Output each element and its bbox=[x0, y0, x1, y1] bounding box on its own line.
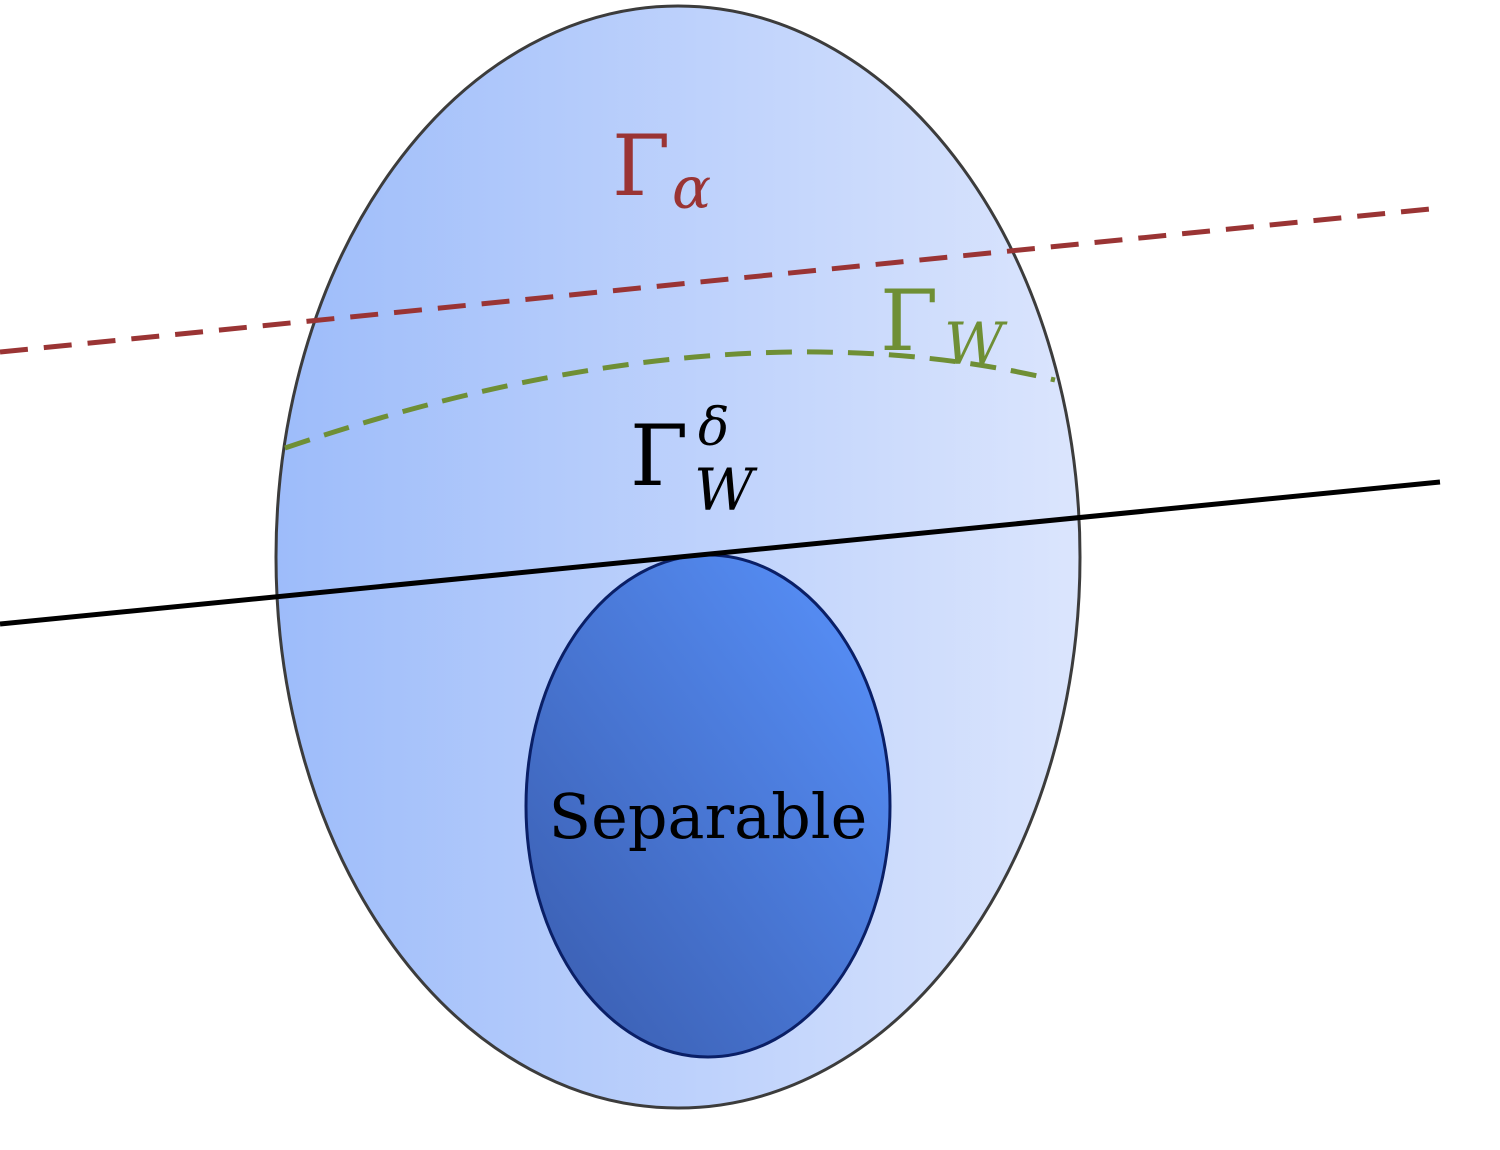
gamma-w-delta-superscript: δ bbox=[698, 398, 729, 458]
gamma-w-subscript: W bbox=[944, 310, 1008, 378]
gamma-w-delta-label: Γ δ W bbox=[630, 398, 758, 524]
gamma-alpha-hyperplane bbox=[0, 205, 1441, 355]
gamma-w-label: Γ W bbox=[880, 272, 1008, 378]
gamma-w-delta-subscript: W bbox=[694, 456, 758, 524]
gamma-w-delta-symbol: Γ bbox=[630, 407, 688, 505]
gamma-w-symbol: Γ bbox=[880, 272, 938, 370]
gamma-w-boundary-curve bbox=[284, 349, 1056, 451]
separable-label: Separable bbox=[549, 780, 868, 853]
gamma-alpha-symbol: Γ bbox=[612, 117, 670, 215]
gamma-w-delta-hyperplane bbox=[0, 479, 1441, 627]
gamma-alpha-label: Γ α bbox=[612, 117, 711, 222]
gamma-alpha-subscript: α bbox=[672, 154, 711, 222]
